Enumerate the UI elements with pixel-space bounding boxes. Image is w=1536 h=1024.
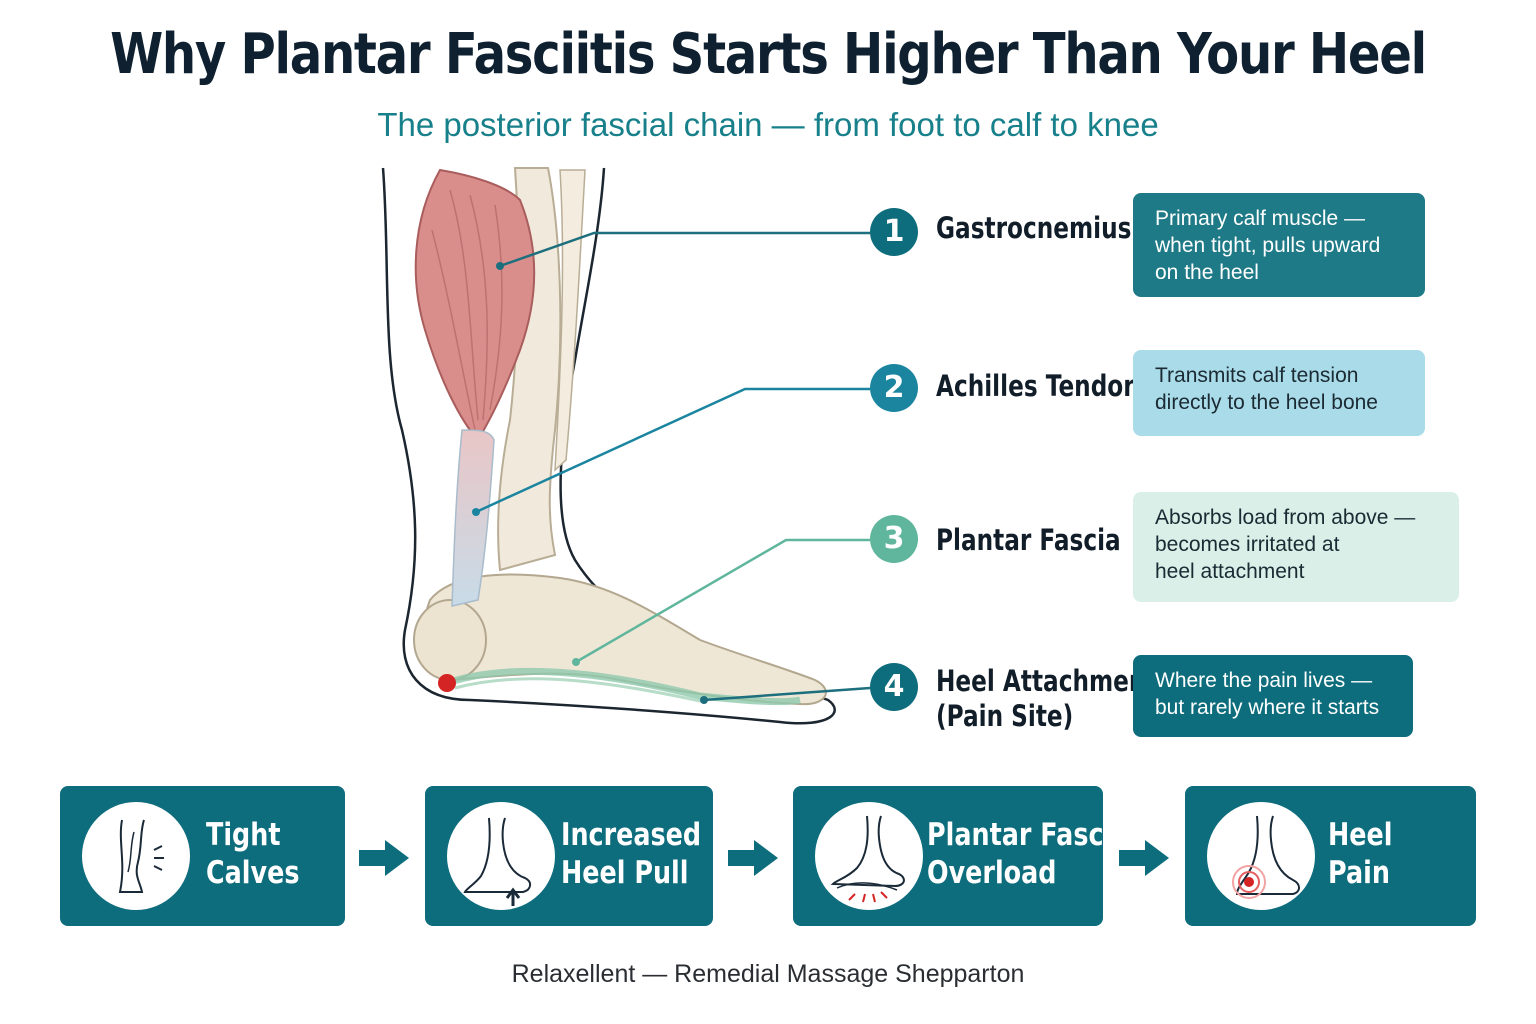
- flow-step-heel-pain: Heel Pain: [1185, 786, 1476, 926]
- description-line: Absorbs load from above —: [1155, 506, 1416, 529]
- callout-label-plantar-fascia: Plantar Fascia: [936, 523, 1121, 558]
- heel-pull-icon: [447, 802, 555, 910]
- description-line: but rarely where it starts: [1155, 696, 1380, 719]
- leader-line-4: [703, 686, 871, 702]
- page-title: Why Plantar Fasciitis Starts Higher Than…: [110, 22, 1427, 87]
- flow-step-text: Calves: [206, 855, 300, 891]
- flow-arrow-3: [1117, 838, 1171, 883]
- flow-step-text: Pain: [1328, 855, 1390, 891]
- calves-icon: [82, 802, 190, 910]
- flow-arrow-1: [357, 838, 411, 883]
- callout-label-line: Achilles Tendon: [936, 369, 1140, 403]
- callout-label-line: (Pain Site): [936, 699, 1074, 733]
- callout-description-3: Absorbs load from above — becomes irrita…: [1133, 492, 1459, 602]
- callout-label-line: Plantar Fascia: [936, 523, 1121, 557]
- heel-pain-icon: [1207, 802, 1315, 910]
- leader-line-1: [499, 231, 870, 268]
- callout-label-gastrocnemius: Gastrocnemius: [936, 211, 1131, 246]
- footer-credit: Relaxellent — Remedial Massage Shepparto…: [511, 960, 1025, 988]
- page-subtitle: The posterior fascial chain — from foot …: [377, 106, 1159, 143]
- plantar-fascia: [448, 667, 801, 706]
- description-line: directly to the heel bone: [1155, 391, 1378, 414]
- flow-step-increased-heel-pull: Increased Heel Pull: [425, 786, 713, 926]
- callout-label-achilles-tendon: Achilles Tendon: [936, 369, 1140, 404]
- leader-line-3: [575, 538, 870, 664]
- description-line: Transmits calf tension: [1155, 364, 1359, 387]
- callout-number-4: 4: [870, 663, 918, 711]
- description-line: when tight, pulls upward: [1155, 234, 1381, 257]
- callout-description-4: Where the pain lives — but rarely where …: [1133, 655, 1413, 737]
- heel-pain-dot: [438, 674, 456, 692]
- callout-number-1: 1: [870, 208, 918, 256]
- callout-number-2: 2: [870, 364, 918, 412]
- fascia-overload-icon: [815, 802, 923, 910]
- flow-arrow-2: [726, 838, 780, 883]
- callout-number-3: 3: [870, 515, 918, 563]
- gastrocnemius-muscle: [414, 168, 536, 442]
- description-line: becomes irritated at: [1155, 533, 1340, 556]
- flow-step-text: Plantar Fascia: [927, 817, 1130, 853]
- achilles-tendon: [451, 429, 495, 607]
- flow-step-text: Heel: [1328, 817, 1393, 853]
- flow-step-text: Increased: [561, 817, 702, 853]
- callout-label-line: Gastrocnemius: [936, 211, 1132, 245]
- flow-step-text: Tight: [206, 817, 281, 853]
- flow-step-plantar-fascia-overload: Plantar Fascia Overload: [793, 786, 1129, 926]
- description-line: heel attachment: [1155, 560, 1305, 583]
- description-line: on the heel: [1155, 261, 1259, 284]
- callout-description-2: Transmits calf tension directly to the h…: [1133, 350, 1425, 436]
- flow-step-text: Overload: [927, 855, 1057, 891]
- description-line: Where the pain lives —: [1155, 669, 1373, 692]
- callout-label-line: Heel Attachment: [936, 664, 1157, 698]
- skin-outline: [381, 167, 836, 725]
- flow-step-tight-calves: Tight Calves: [60, 786, 345, 926]
- callout-label-heel-attachment: Heel Attachment (Pain Site): [936, 664, 1157, 734]
- description-line: Primary calf muscle —: [1155, 207, 1366, 230]
- flow-step-text: Heel Pull: [561, 855, 689, 891]
- callout-description-1: Primary calf muscle — when tight, pulls …: [1133, 193, 1425, 297]
- leader-line-2: [475, 387, 870, 514]
